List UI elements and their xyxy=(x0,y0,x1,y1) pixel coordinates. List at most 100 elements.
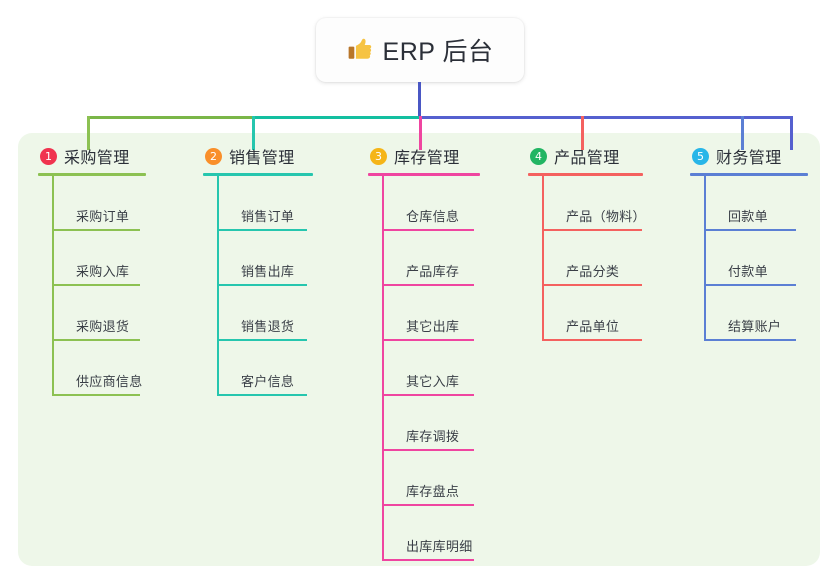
branch-item[interactable]: 付款单 xyxy=(690,231,830,286)
root-title: ERP 后台 xyxy=(382,38,494,66)
branch-items-3: 仓库信息产品库存其它出库其它入库库存调拨库存盘点出库库明细 xyxy=(368,176,528,561)
branch-number-badge-4: 4 xyxy=(530,147,547,165)
branch-item-underline xyxy=(217,394,307,396)
branch-header-4[interactable]: 4 产品管理 xyxy=(528,145,678,167)
branch-item[interactable]: 采购退货 xyxy=(38,286,188,341)
branch-item-underline xyxy=(52,339,140,341)
branch-item-label: 销售出库 xyxy=(241,264,295,279)
branch-item-underline xyxy=(217,284,307,286)
branch-number-badge-2: 2 xyxy=(205,147,222,165)
branch-rule-1 xyxy=(38,173,146,176)
branch-item[interactable]: 其它入库 xyxy=(368,341,528,396)
branch-drop-5 xyxy=(741,116,744,150)
branch-column-4: 4 产品管理产品（物料） 产品分类产品单位 xyxy=(528,145,678,341)
branch-drop-4 xyxy=(581,116,584,150)
branch-item-underline xyxy=(382,229,474,231)
branch-spine-2 xyxy=(217,176,219,396)
branch-item-label: 库存调拨 xyxy=(406,429,460,444)
branch-column-3: 3 库存管理仓库信息产品库存其它出库其它入库库存调拨库存盘点出库库明细 xyxy=(368,145,528,561)
branch-header-1[interactable]: 1 采购管理 xyxy=(38,145,188,167)
branch-rule-5 xyxy=(690,173,808,176)
branch-drop-3 xyxy=(419,116,422,150)
branch-column-2: 2 销售管理销售订单销售出库销售退货客户信息 xyxy=(203,145,348,396)
branch-item[interactable]: 销售出库 xyxy=(203,231,348,286)
branch-item-label: 出库库明细 xyxy=(406,539,473,554)
branch-header-3[interactable]: 3 库存管理 xyxy=(368,145,528,167)
branch-item[interactable]: 采购订单 xyxy=(38,176,188,231)
branch-column-1: 1 采购管理采购订单采购入库采购退货供应商信息 xyxy=(38,145,188,396)
branch-title-1: 采购管理 xyxy=(64,150,130,167)
content-panel xyxy=(18,133,820,566)
branch-item[interactable]: 供应商信息 xyxy=(38,341,188,396)
branch-item-underline xyxy=(382,504,474,506)
branch-item[interactable]: 出库库明细 xyxy=(368,506,528,561)
root-node[interactable]: ERP 后台 xyxy=(316,18,524,82)
branch-item[interactable]: 销售订单 xyxy=(203,176,348,231)
branch-item[interactable]: 采购入库 xyxy=(38,231,188,286)
branch-item-underline xyxy=(382,449,474,451)
root-trunk-line xyxy=(418,82,421,119)
branch-item[interactable]: 其它出库 xyxy=(368,286,528,341)
branch-item-underline xyxy=(704,339,796,341)
branch-item-underline xyxy=(704,229,796,231)
branch-item[interactable]: 客户信息 xyxy=(203,341,348,396)
branch-item-label: 采购入库 xyxy=(76,264,130,279)
bus-segment-middle xyxy=(252,116,422,119)
branch-header-5[interactable]: 5 财务管理 xyxy=(690,145,830,167)
branch-item-label: 供应商信息 xyxy=(76,374,143,389)
branch-item-underline xyxy=(542,339,642,341)
branch-item-label: 结算账户 xyxy=(728,319,782,334)
branch-rule-4 xyxy=(528,173,643,176)
branch-item-label: 回款单 xyxy=(728,209,768,224)
branch-item[interactable]: 产品单位 xyxy=(528,286,678,341)
branch-item[interactable]: 销售退货 xyxy=(203,286,348,341)
branch-item-label: 采购订单 xyxy=(76,209,130,224)
branch-item-underline xyxy=(382,394,474,396)
bus-segment-left xyxy=(87,116,255,119)
branch-item-underline xyxy=(52,394,140,396)
branch-rule-2 xyxy=(203,173,313,176)
branch-items-1: 采购订单采购入库采购退货供应商信息 xyxy=(38,176,188,396)
branch-item-label: 销售退货 xyxy=(241,319,295,334)
branch-spine-1 xyxy=(52,176,54,396)
branch-item[interactable]: 回款单 xyxy=(690,176,830,231)
branch-item-label: 其它入库 xyxy=(406,374,460,389)
branch-item-underline xyxy=(542,284,642,286)
branch-item[interactable]: 产品（物料） xyxy=(528,176,678,231)
branch-item-underline xyxy=(217,339,307,341)
branch-item-label: 产品单位 xyxy=(566,319,620,334)
branch-item[interactable]: 库存盘点 xyxy=(368,451,528,506)
branch-number-badge-5: 5 xyxy=(692,147,709,165)
branch-drop-2 xyxy=(252,116,255,150)
branch-item-underline xyxy=(52,229,140,231)
branch-item[interactable]: 库存调拨 xyxy=(368,396,528,451)
branch-item-label: 采购退货 xyxy=(76,319,130,334)
bus-segment-right xyxy=(419,116,793,119)
branch-number-badge-3: 3 xyxy=(370,147,387,165)
branch-item[interactable]: 产品分类 xyxy=(528,231,678,286)
branch-number-badge-1: 1 xyxy=(40,147,57,165)
branch-drop-1 xyxy=(87,116,90,150)
branch-item[interactable]: 结算账户 xyxy=(690,286,830,341)
branch-item-underline xyxy=(542,229,642,231)
branch-item-underline xyxy=(382,284,474,286)
thumbs-up-icon xyxy=(347,36,373,62)
branch-item[interactable]: 仓库信息 xyxy=(368,176,528,231)
branch-title-4: 产品管理 xyxy=(554,150,620,167)
branch-item-label: 其它出库 xyxy=(406,319,460,334)
branch-item-underline xyxy=(382,559,474,561)
branch-item-label: 产品分类 xyxy=(566,264,620,279)
branch-item-label: 库存盘点 xyxy=(406,484,460,499)
branch-title-5: 财务管理 xyxy=(716,150,782,167)
branch-item[interactable]: 产品库存 xyxy=(368,231,528,286)
bus-right-endcap xyxy=(790,116,793,150)
branch-items-4: 产品（物料） 产品分类产品单位 xyxy=(528,176,678,341)
branch-item-underline xyxy=(382,339,474,341)
branch-title-3: 库存管理 xyxy=(394,150,460,167)
branch-item-label: 付款单 xyxy=(728,264,768,279)
branch-header-2[interactable]: 2 销售管理 xyxy=(203,145,348,167)
branch-title-2: 销售管理 xyxy=(229,150,295,167)
branch-item-label: 客户信息 xyxy=(241,374,295,389)
branch-spine-3 xyxy=(382,176,384,561)
